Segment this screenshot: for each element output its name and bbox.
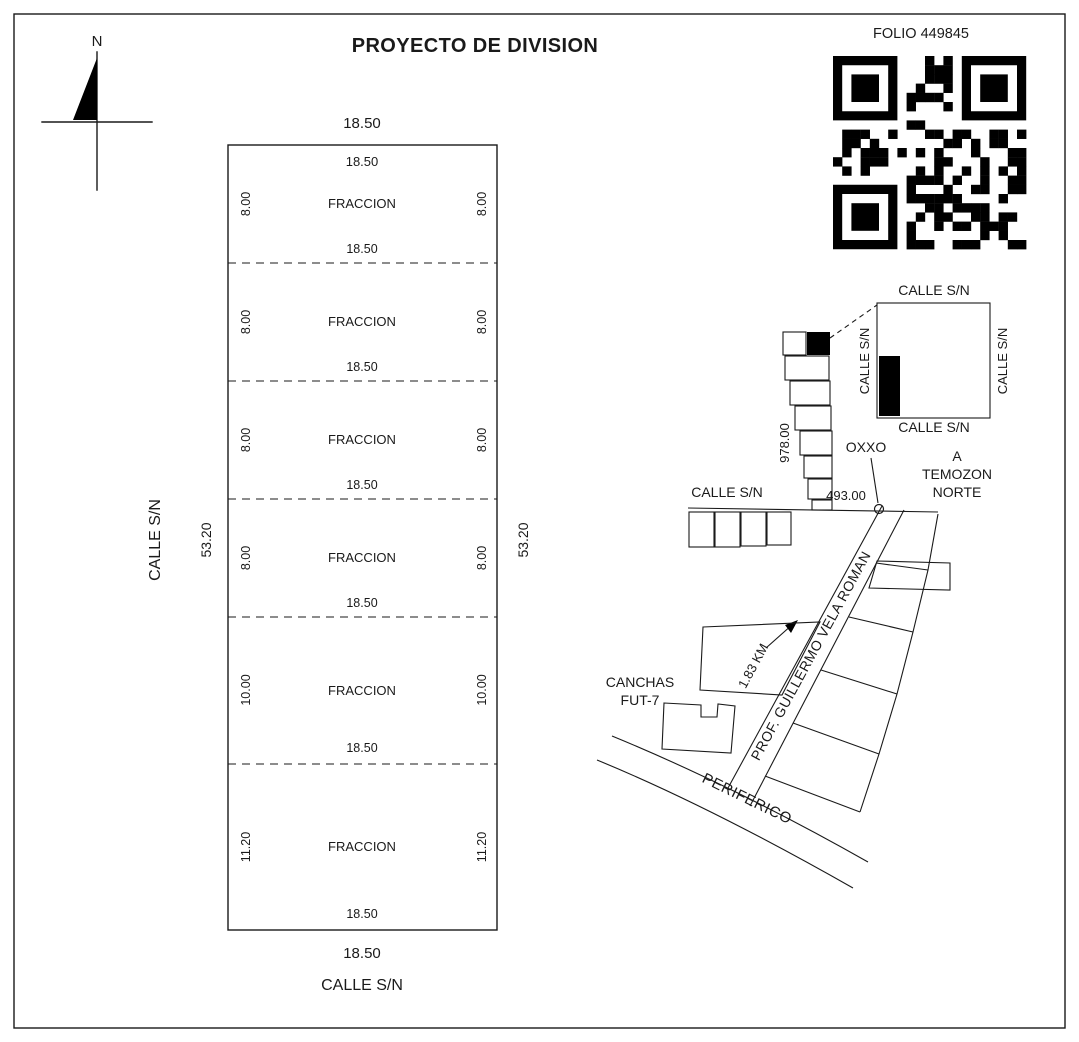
sheet-border (13, 13, 1066, 1029)
fraction-dim-right: 8.00 (475, 428, 489, 452)
fraction-dim-bottom: 18.50 (346, 907, 377, 921)
fraction-dim-right: 8.00 (475, 310, 489, 334)
fraction-dim-bottom: 18.50 (346, 360, 377, 374)
fraction-dim-bottom: 18.50 (346, 741, 377, 755)
fraction-label: FRACCION (328, 196, 396, 211)
lot-rect (807, 478, 833, 500)
lot-rect (784, 355, 830, 381)
fraction-section: FRACCION 8.00 8.00 18.50 (239, 546, 489, 610)
parcel-outline (227, 144, 498, 931)
lot-rect (714, 511, 741, 548)
street-label-block-right: CALLE S/N (995, 328, 1010, 394)
street-line (687, 507, 939, 513)
lot-rect (803, 455, 833, 479)
distance-label: 1.83 KM (735, 641, 771, 691)
lot-divider (792, 722, 880, 755)
zoom-leader-line (829, 304, 878, 339)
street-label-west: CALLE S/N (691, 484, 763, 500)
north-arrow-head (73, 58, 97, 120)
fraction-dim-left: 8.00 (239, 428, 253, 452)
fraction-dim-bottom: 18.50 (346, 478, 377, 492)
fraction-section: FRACCION 8.00 8.00 18.50 (239, 310, 489, 374)
fraction-dim-right: 10.00 (475, 674, 489, 705)
street-dimension: 493.00 (826, 488, 866, 503)
strip-dimension: 978.00 (777, 423, 792, 463)
distance-arrow-head (785, 620, 798, 633)
lot-divider (848, 616, 914, 633)
fraction-dim-bottom: 18.50 (346, 242, 377, 256)
main-road-edge-left (727, 505, 883, 789)
fraction-label: FRACCION (328, 839, 396, 854)
street-label-left: CALLE S/N (147, 499, 164, 581)
protruding-lot (868, 560, 951, 591)
north-label: N (92, 33, 103, 50)
street-label-bottom: CALLE S/N (321, 977, 403, 994)
street-label-top: CALLE S/N (898, 282, 970, 298)
parcel-dim-top-outer: 18.50 (343, 115, 381, 132)
fraction-label: FRACCION (328, 683, 396, 698)
fraction-dim-right: 8.00 (475, 192, 489, 216)
fraction-dim-left: 8.00 (239, 546, 253, 570)
canchas-lot (661, 702, 736, 754)
fraction-dim-bottom: 18.50 (346, 596, 377, 610)
subject-lot-small (807, 332, 830, 355)
fraction-dim-left: 11.20 (239, 832, 253, 862)
fraction-dim-left: 10.00 (239, 674, 253, 705)
fraction-label: FRACCION (328, 432, 396, 447)
fraction-section: FRACCION 10.00 10.00 18.50 (239, 674, 489, 755)
lot-divider (764, 775, 861, 813)
subject-lot-marker (879, 356, 900, 416)
lot-divider (875, 562, 929, 571)
lot-rect (688, 511, 715, 548)
folio-label: FOLIO 449845 (873, 26, 969, 42)
location-map: CALLE S/N CALLE S/N CALLE S/N CALLE S/N … (596, 282, 1010, 889)
destination-line2: TEMOZON (922, 466, 992, 482)
lot-strip (782, 331, 833, 511)
fraction-dim-right: 11.20 (475, 832, 489, 862)
street-label-block-bottom: CALLE S/N (898, 419, 970, 435)
fraction-label: FRACCION (328, 550, 396, 565)
east-boundary (859, 513, 939, 813)
destination-line1: A (952, 448, 962, 464)
fraction-dim-left: 8.00 (239, 192, 253, 216)
subdivision-parcel: 18.50 18.50 18.50 CALLE S/N CALLE S/N 53… (147, 115, 531, 994)
destination-line3: NORTE (933, 484, 982, 500)
qr-code (833, 56, 1027, 250)
fraction-label: FRACCION (328, 314, 396, 329)
fraction-dim-left: 8.00 (239, 310, 253, 334)
fraction-dim-right: 8.00 (475, 546, 489, 570)
west-lot-row (688, 511, 792, 548)
canchas-label-line2: FUT-7 (621, 692, 660, 708)
oxxo-leader-line (870, 457, 879, 504)
lot-rect (782, 331, 807, 356)
north-arrow: N (41, 33, 153, 191)
canchas-label-line1: CANCHAS (606, 674, 674, 690)
street-label-block-left: CALLE S/N (857, 328, 872, 394)
parcel-dim-top-inner: 18.50 (346, 154, 379, 169)
lot-rect (740, 511, 767, 547)
page-title: PROYECTO DE DIVISION (352, 35, 599, 57)
periferico-label: PERIFERICO (699, 770, 794, 828)
parcel-dim-right-total: 53.20 (515, 522, 531, 557)
main-road-edge-right (749, 509, 905, 807)
periferico-edge-upper (611, 735, 869, 863)
oxxo-label: OXXO (846, 439, 887, 455)
periferico-edge-lower (596, 759, 854, 889)
fraction-section: FRACCION 8.00 8.00 18.50 (239, 428, 489, 492)
qr-finder-patterns (833, 56, 1027, 250)
lot-rect (766, 511, 792, 546)
lot-rect (789, 380, 831, 406)
fraction-section: FRACCION 11.20 11.20 18.50 (239, 832, 489, 921)
reference-block (876, 302, 991, 419)
qr-modules (833, 56, 1027, 250)
parcel-dim-left-total: 53.20 (198, 522, 214, 557)
parcel-dim-bottom-outer: 18.50 (343, 945, 381, 962)
destination-label: A TEMOZON NORTE (922, 448, 992, 500)
lot-rect (794, 405, 832, 431)
fraction-section: FRACCION 8.00 8.00 18.50 (239, 192, 489, 256)
west-lot-quad (699, 621, 821, 696)
east-lot-block (764, 513, 951, 813)
lot-divider (820, 669, 898, 695)
lot-rect (799, 430, 833, 456)
